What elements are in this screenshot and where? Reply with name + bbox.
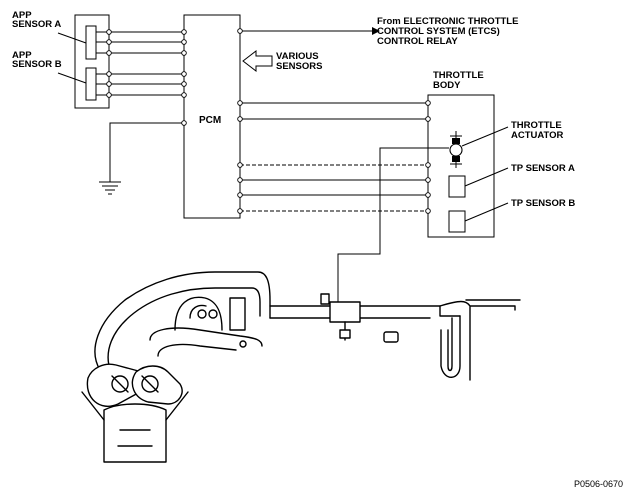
etcs-relay-arrowhead — [372, 27, 380, 35]
engine-intake-illustration — [81, 271, 521, 463]
throttle-body-terminals — [237, 100, 431, 214]
ground-circuit — [99, 120, 187, 195]
throttle-body-location-leader — [337, 147, 449, 305]
app-sensor-a-label-line1: APP — [12, 10, 32, 21]
pcm-label: PCM — [199, 115, 221, 126]
app-sensor-b-label-line1: APP — [12, 50, 32, 61]
throttle-actuator-label-line1: THROTTLE — [511, 120, 562, 131]
etcs-relay-label-line2: CONTROL SYSTEM (ETCS) — [377, 26, 500, 37]
app-a-leader — [57, 32, 87, 44]
tp-sensor-a-leader — [464, 167, 509, 187]
figure-id: P0506-0670 — [574, 479, 623, 489]
throttle-body-label-line1: THROTTLE — [433, 70, 484, 81]
app-b-leader — [57, 72, 87, 84]
app-sensor-a-element — [85, 25, 97, 60]
pcm-box — [183, 14, 241, 219]
tp-sensor-b-leader — [464, 202, 509, 222]
tp-sensor-b-label: TP SENSOR B — [511, 198, 575, 209]
tp-sensor-a-element — [448, 175, 466, 198]
throttle-body-label-line2: BODY — [433, 80, 461, 91]
etcs-relay-label-line3: CONTROL RELAY — [377, 36, 458, 47]
etcs-relay-label-line1: From ELECTRONIC THROTTLE — [377, 16, 518, 27]
tp-sensor-b-element — [448, 210, 466, 233]
pcm-to-throttle-body-wiring — [240, 102, 428, 212]
app-to-pcm-wiring — [109, 31, 184, 96]
tp-sensor-a-label: TP SENSOR A — [511, 163, 575, 174]
throttle-actuator-leader — [461, 126, 509, 147]
app-sensor-assembly — [57, 14, 110, 109]
throttle-actuator-icon — [449, 131, 463, 168]
app-sensor-a-label-line2: SENSOR A — [12, 19, 61, 30]
various-sensors-arrow-icon — [242, 49, 273, 73]
app-side-terminals — [106, 29, 187, 98]
app-sensor-b-label-line2: SENSOR B — [12, 59, 62, 70]
various-sensors-label-line1: VARIOUS — [276, 51, 319, 62]
throttle-actuator-label-line2: ACTUATOR — [511, 130, 564, 141]
various-sensors-label-line2: SENSORS — [276, 61, 322, 72]
app-sensor-b-element — [85, 67, 97, 101]
